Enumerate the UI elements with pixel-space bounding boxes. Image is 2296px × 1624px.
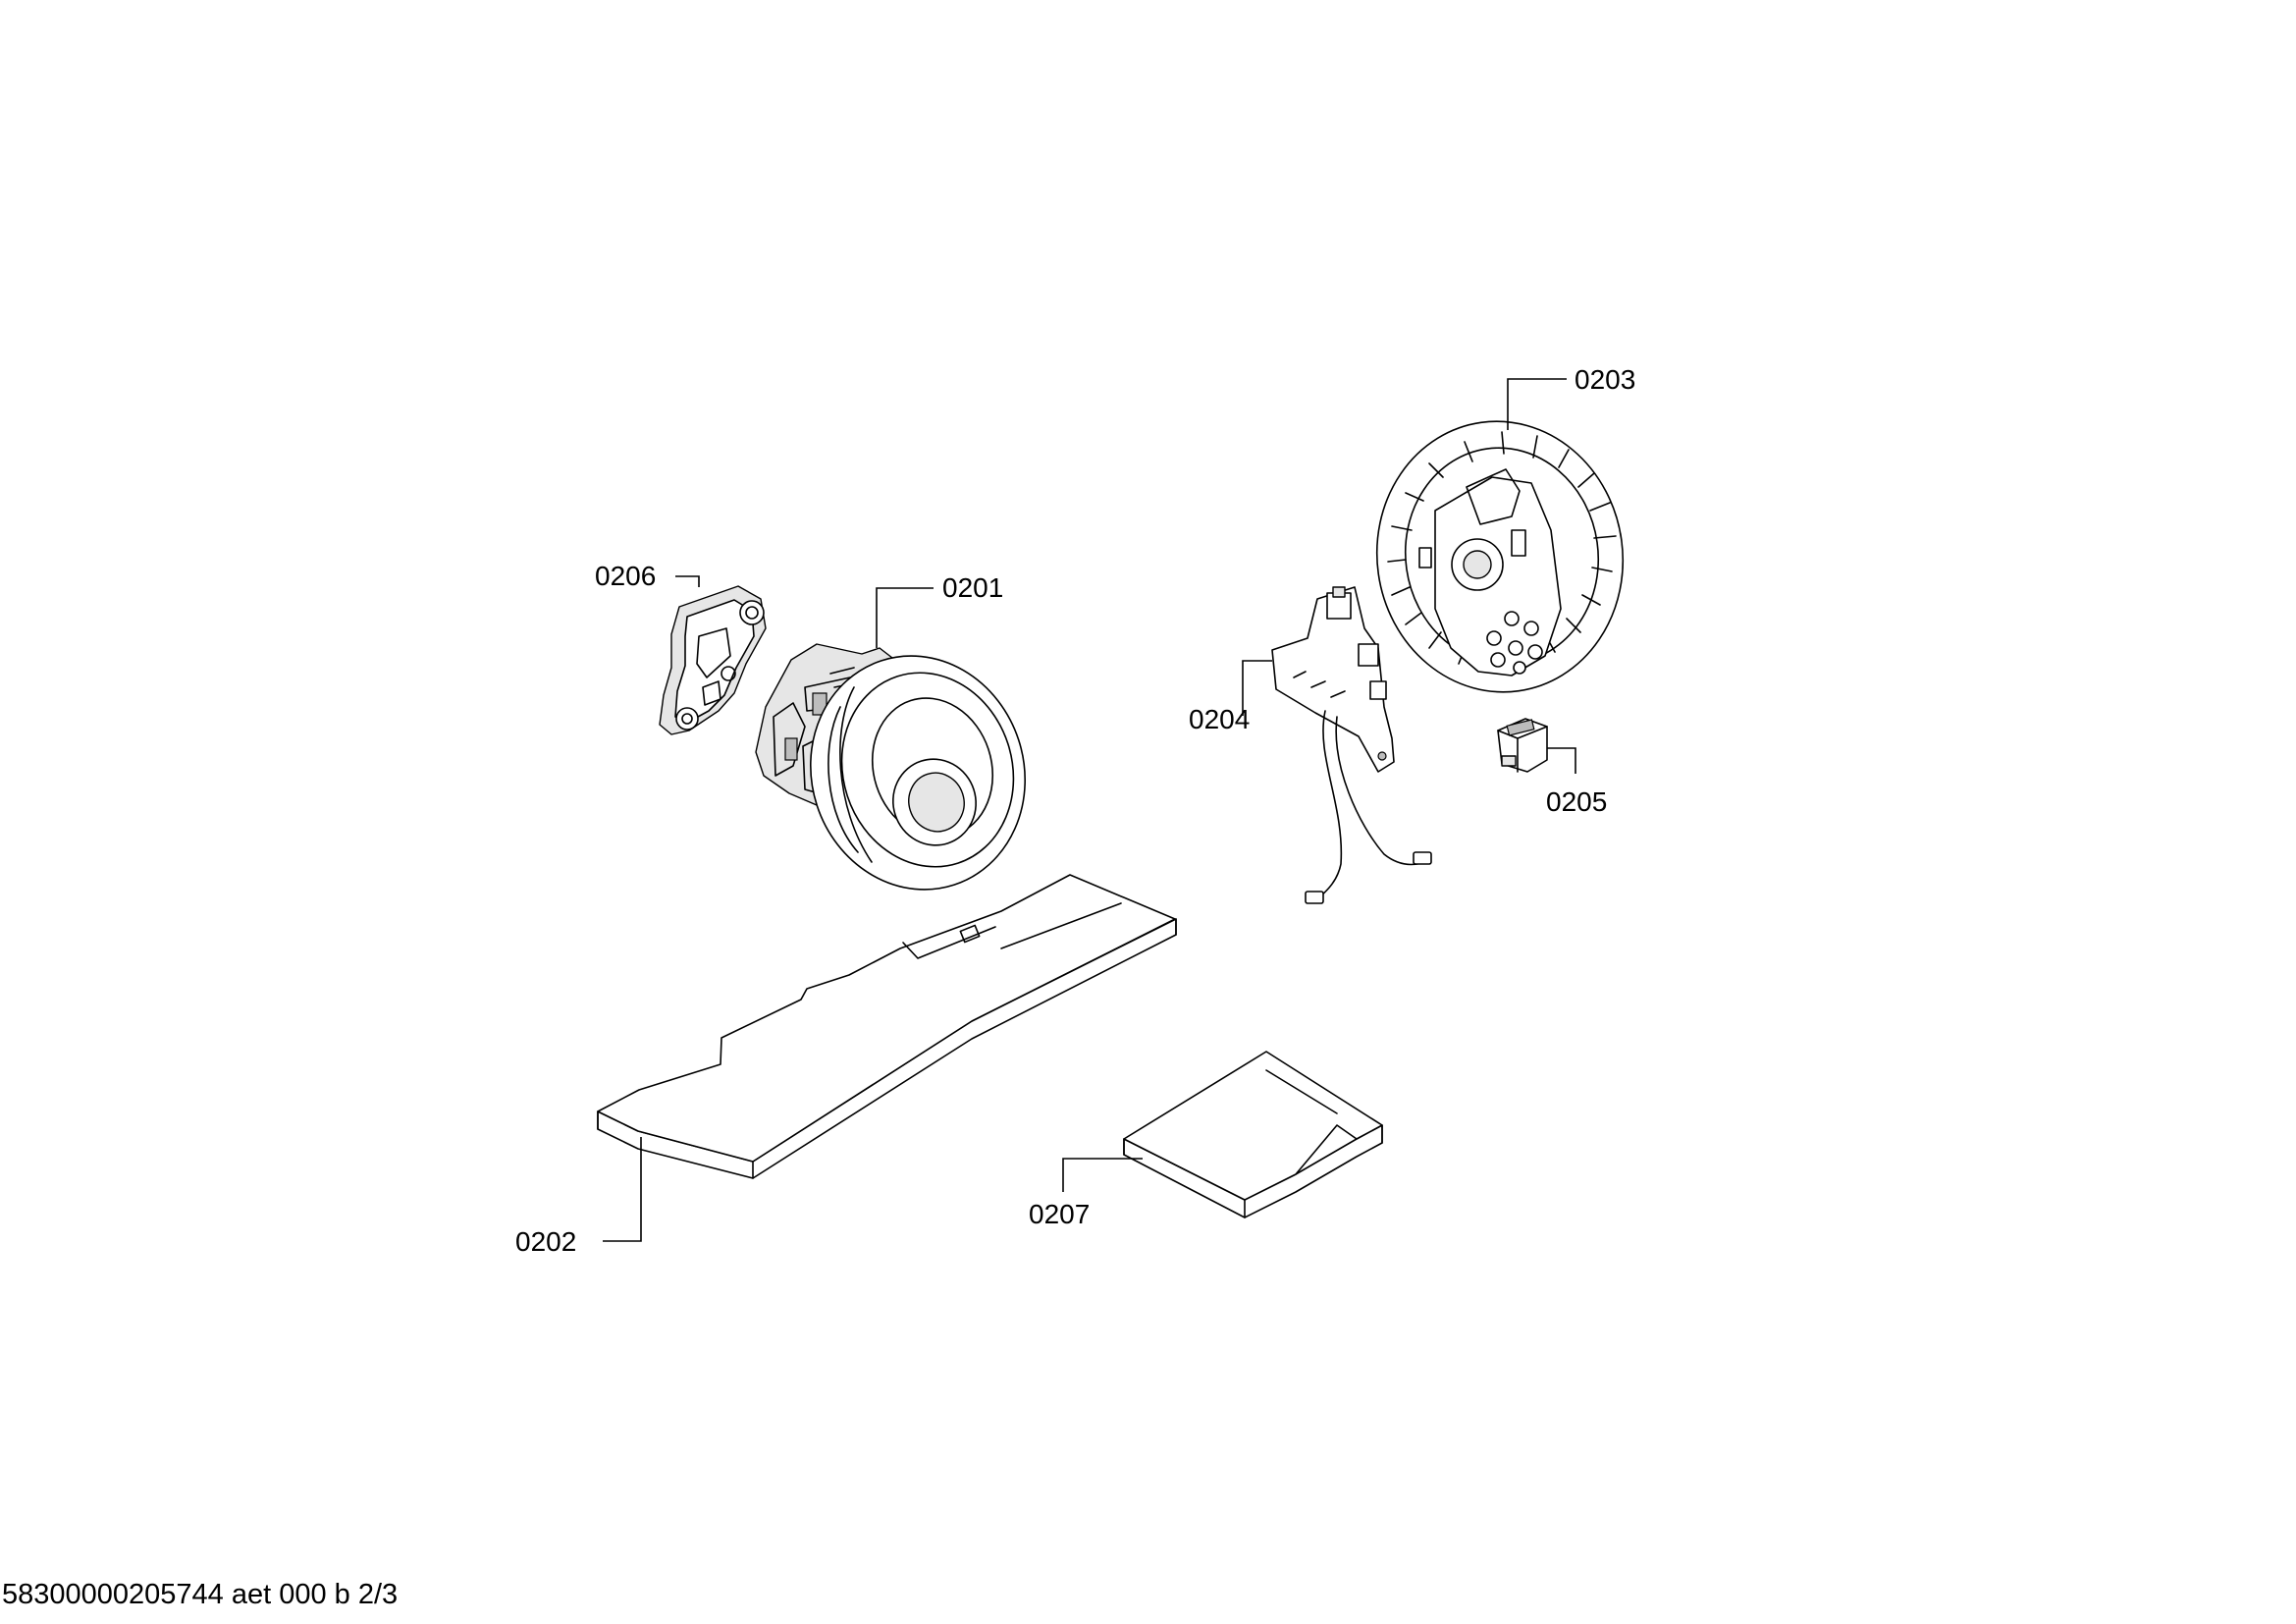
label-0207: 0207: [1029, 1199, 1090, 1229]
label-0202: 0202: [515, 1226, 576, 1257]
leader-0207: [1062, 1158, 1143, 1192]
reel-holes: [1486, 611, 1543, 675]
part-0207-small-panel[interactable]: [1123, 1051, 1383, 1218]
leader-0202: [603, 1137, 642, 1242]
leader-0205: [1547, 747, 1576, 774]
leader-0206: [675, 575, 700, 587]
part-0204-switch-board[interactable]: [1271, 586, 1432, 904]
leader-lines: [603, 378, 1576, 1242]
document-reference: 58300000205744 aet 000 b 2/3: [2, 1579, 399, 1610]
leader-0203: [1507, 378, 1567, 430]
label-0204: 0204: [1189, 704, 1250, 734]
part-0206-bracket[interactable]: [659, 585, 767, 735]
leader-0204: [1242, 660, 1272, 716]
part-0205-connector[interactable]: [1497, 718, 1548, 773]
label-0201: 0201: [942, 572, 1003, 603]
part-0203-cable-reel[interactable]: [1360, 406, 1640, 708]
label-0203: 0203: [1575, 364, 1635, 395]
part-0202-base-panel[interactable]: [597, 874, 1177, 1179]
label-0206: 0206: [595, 561, 656, 591]
part-0201-motor[interactable]: [755, 627, 1055, 917]
label-0205: 0205: [1546, 786, 1607, 817]
leader-0201: [876, 587, 934, 648]
